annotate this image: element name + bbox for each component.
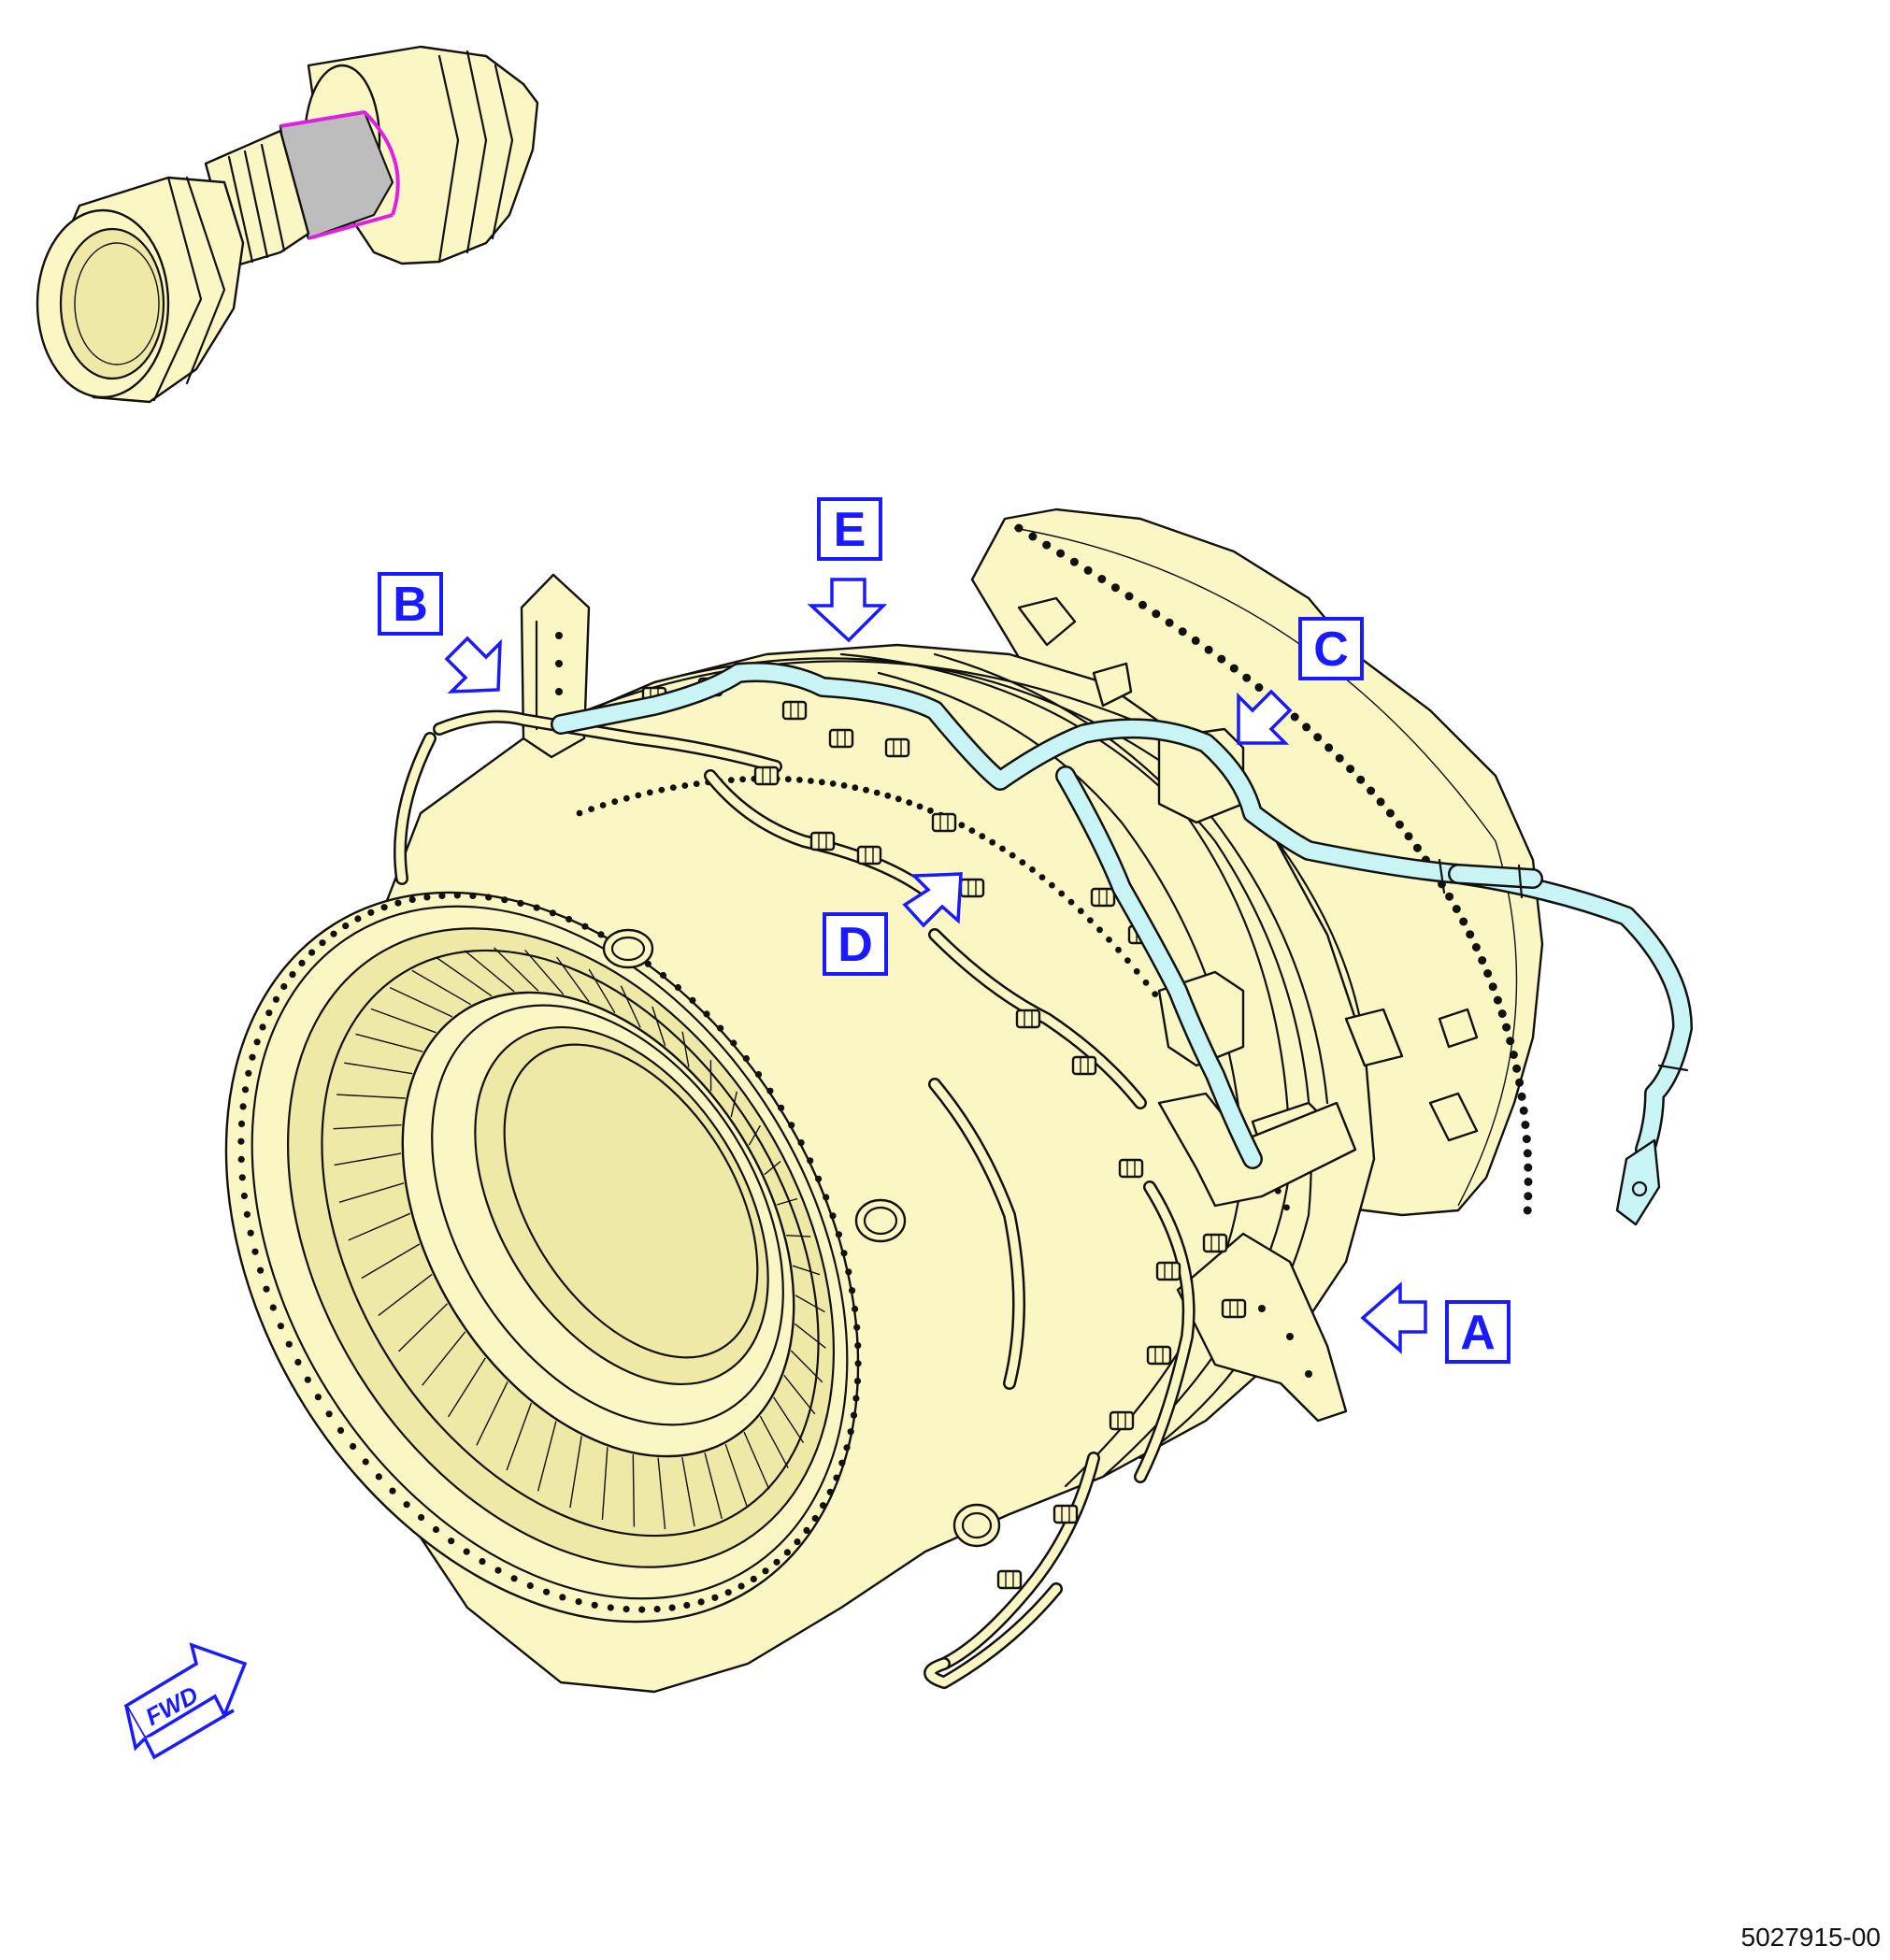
view-arrow-C bbox=[1237, 689, 1293, 745]
view-arrow-A bbox=[1360, 1281, 1427, 1354]
callout-C: C bbox=[1237, 617, 1364, 745]
callout-label-D: D bbox=[838, 918, 873, 972]
callout-label-E: E bbox=[834, 503, 866, 557]
fwd-arrow-shape bbox=[123, 1642, 248, 1741]
callout-D: D bbox=[823, 872, 963, 976]
callout-box-D bbox=[823, 912, 888, 976]
fwd-direction-arrow: FWD bbox=[123, 1642, 248, 1760]
callout-box-A bbox=[1445, 1300, 1511, 1364]
callout-A: A bbox=[1360, 1281, 1511, 1364]
callout-E: E bbox=[807, 497, 888, 643]
view-arrow-B bbox=[444, 636, 502, 694]
view-arrow-E bbox=[807, 578, 888, 643]
callout-box-B bbox=[378, 572, 443, 636]
callout-label-B: B bbox=[393, 578, 428, 632]
engine-section-assembly bbox=[224, 508, 1693, 1694]
engine-locator-inset bbox=[36, 45, 539, 404]
callout-label-C: C bbox=[1313, 622, 1349, 677]
callout-box-E bbox=[817, 497, 882, 561]
callout-B: B bbox=[378, 572, 502, 694]
view-arrow-D bbox=[902, 872, 963, 928]
callout-box-C bbox=[1298, 617, 1364, 680]
drawing-number: 5027915-00 bbox=[1740, 1923, 1881, 1952]
callout-label-A: A bbox=[1460, 1306, 1496, 1360]
